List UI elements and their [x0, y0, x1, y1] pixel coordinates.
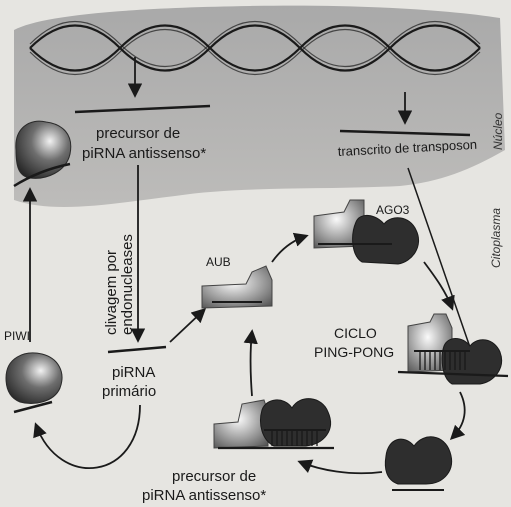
aub-label: AUB [206, 255, 231, 269]
ago3-protein-top [352, 215, 420, 265]
dna-double-helix [29, 21, 481, 75]
right-complex-transcript [397, 370, 509, 378]
transcript-label: transcrito de transposon [337, 137, 477, 159]
arrow-complex-to-ago3-free [449, 391, 466, 441]
aub-protein-top [313, 199, 365, 249]
transcript-line [339, 129, 471, 137]
ago3-label: AGO3 [376, 203, 410, 217]
precursor-bottom-label-line2: piRNA antissenso* [142, 487, 266, 504]
precursor-top-label-line2: piRNA antissenso* [82, 145, 206, 162]
cycle-label-line2: PING-PONG [314, 344, 394, 360]
precursor-rna-line-top [74, 104, 211, 114]
primary-pirna-line [107, 345, 167, 354]
piwi-bound-rna-nucleus [13, 162, 71, 188]
piwi-protein-cytoplasm [5, 352, 63, 404]
primary-pirna-label-line1: piRNA [112, 364, 155, 381]
aub-protein-bottom [213, 399, 269, 449]
arrow-aub-to-ago3 [271, 232, 309, 263]
cytoplasm-label: Citoplasma [489, 208, 503, 268]
piwi-label: PIWI [4, 329, 30, 343]
arrow-ago3-to-complex [423, 261, 455, 311]
base-pairing-bottom [271, 430, 318, 446]
ago3-protein-right [441, 338, 502, 385]
aub-protein [201, 265, 273, 309]
arrow-pirna-to-aub [169, 308, 207, 343]
piwi-protein-nucleus [15, 120, 72, 179]
ago3-protein-bottom [260, 398, 331, 447]
precursor-top-label-line1: precursor de [96, 125, 180, 142]
base-pairing-right [419, 352, 466, 370]
cleavage-label-line2: endonucleases [119, 234, 136, 335]
cycle-label-line1: CICLO [334, 325, 377, 341]
nucleus-label: Núcleo [491, 112, 505, 150]
nucleus-region [14, 5, 505, 208]
primary-pirna-label-line2: primário [102, 383, 156, 400]
piwi-bound-rna-cytoplasm [13, 400, 53, 414]
cleavage-label-line1: clivagem por [103, 250, 120, 335]
ago3-protein-free [384, 436, 452, 485]
precursor-bottom-label-line1: precursor de [172, 468, 256, 485]
arrow-ago3-free-to-bottom [297, 459, 383, 475]
arrow-pirna-to-piwi [33, 404, 141, 469]
arrow-bottom-to-aub [243, 329, 258, 397]
